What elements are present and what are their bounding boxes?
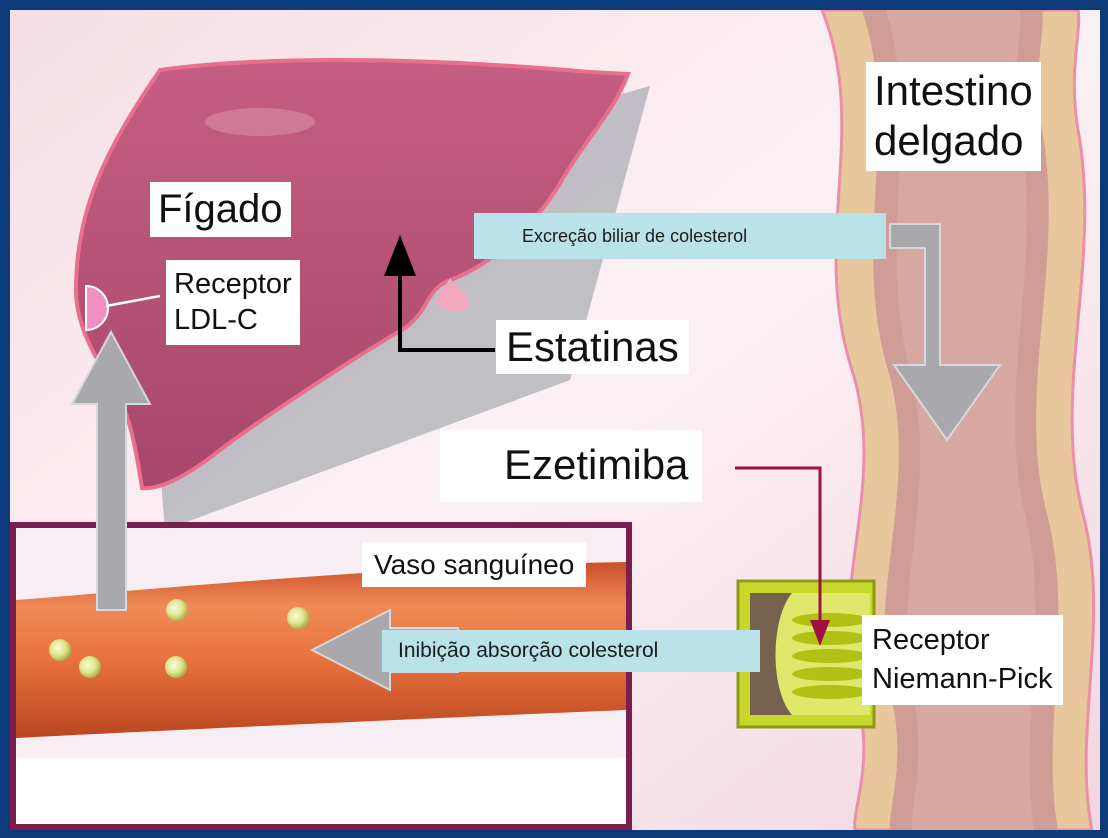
ldl-receptor-label: Receptor LDL-C — [166, 260, 300, 345]
ldl-particle — [165, 656, 187, 678]
biliar-excretion-label: Excreção biliar de colesterol — [474, 213, 886, 259]
small-intestine-label-line1: Intestino — [874, 66, 1033, 116]
statins-label: Estatinas — [496, 320, 689, 374]
ldl-particle — [49, 639, 71, 661]
inhibition-label: Inibição absorção colesterol — [382, 630, 760, 672]
blood-vessel-label: Vaso sanguíneo — [362, 542, 586, 587]
ldl-receptor-label-line1: Receptor — [174, 266, 292, 302]
liver-highlight — [205, 108, 315, 136]
ldl-particle — [287, 607, 309, 629]
niemann-pick-label-line2: Niemann-Pick — [872, 660, 1053, 699]
small-intestine-label-line2: delgado — [874, 116, 1033, 166]
liver-label: Fígado — [150, 182, 291, 237]
ldl-particle — [79, 656, 101, 678]
ldl-receptor-label-line2: LDL-C — [174, 302, 292, 338]
empty-caption-box — [16, 758, 626, 824]
small-intestine-label: Intestino delgado — [866, 62, 1041, 171]
niemann-pick-label-line1: Receptor — [872, 621, 1053, 660]
ezetimibe-label: Ezetimiba — [440, 430, 702, 502]
ldl-particle — [166, 599, 188, 621]
diagram-canvas: Fígado Receptor LDL-C Intestino delgado … — [10, 10, 1100, 830]
niemann-pick-label: Receptor Niemann-Pick — [862, 615, 1063, 705]
